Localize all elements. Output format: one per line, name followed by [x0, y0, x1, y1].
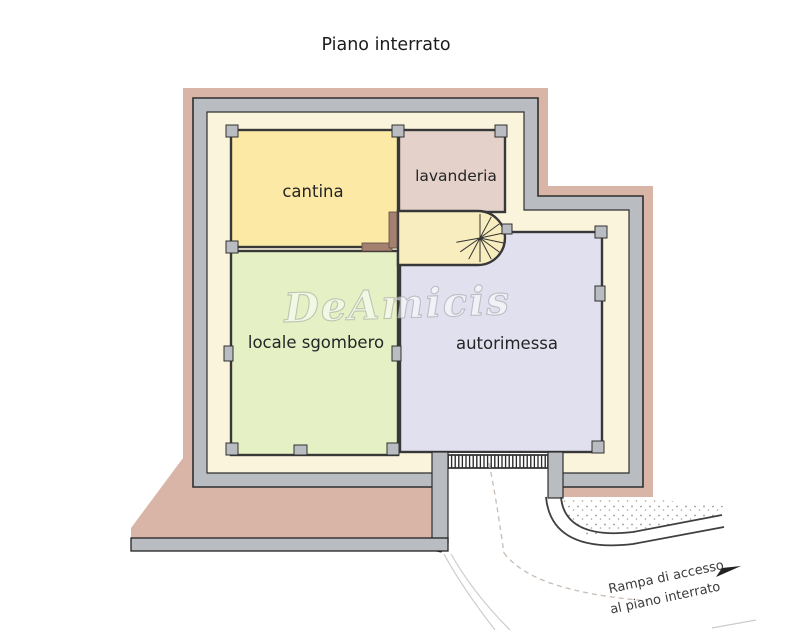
terrace-flare — [131, 458, 183, 540]
ramp-arrow-icon — [716, 566, 741, 577]
wall-pillars — [223, 124, 608, 456]
room-autorimessa — [398, 230, 604, 454]
room-label-lavanderia: lavanderia — [415, 167, 497, 185]
room-label-locale-sgombero: locale sgombero — [248, 333, 384, 352]
ramp-wall-curve — [545, 496, 725, 547]
page-title: Piano interrato — [321, 35, 450, 55]
ramp-wall-right — [547, 451, 564, 499]
ramp-opening — [448, 453, 548, 557]
terrace-edge-wall — [130, 537, 449, 552]
ramp-guide-dashed — [488, 462, 649, 602]
room-locale-sgombero — [229, 249, 400, 457]
watermark: DeAmicis — [282, 277, 511, 332]
garage-door-hatch — [447, 454, 549, 469]
terrace-fill — [183, 487, 448, 538]
door-cantina-corridor — [388, 211, 398, 249]
room-label-autorimessa: autorimessa — [456, 334, 558, 353]
room-lavanderia — [397, 128, 507, 214]
stair-corridor — [396, 209, 507, 267]
room-cantina — [229, 128, 400, 249]
room-label-cantina: cantina — [282, 182, 343, 201]
spiral-staircase — [456, 214, 504, 262]
ramp-guide-light — [443, 553, 757, 630]
door-cantina-sgombero — [361, 242, 393, 252]
ramp-wall-left — [431, 451, 449, 553]
ramp-gravel — [561, 499, 723, 535]
